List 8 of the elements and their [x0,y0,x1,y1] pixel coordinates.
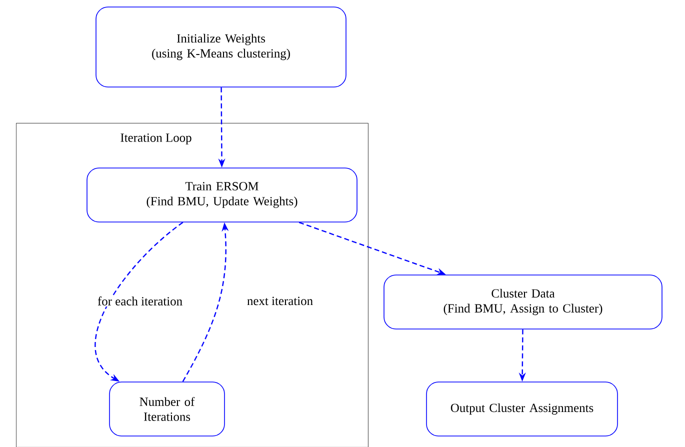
edge-label: next iteration [246,296,314,306]
process-box: Cluster Data (Find BMU, Assign to Cluster) [384,274,662,330]
process-box: Initialize Weights (using K-Means clustering) [96,6,346,88]
process-box: Output Cluster Assignments [426,382,618,436]
process-box: Number of Iterations [109,382,225,436]
process-box: Train ERSOM (Find BMU, Update Weights) [86,168,358,222]
frame-title: Iteration Loop [120,134,192,144]
edge-label: for each iteration [96,296,184,306]
